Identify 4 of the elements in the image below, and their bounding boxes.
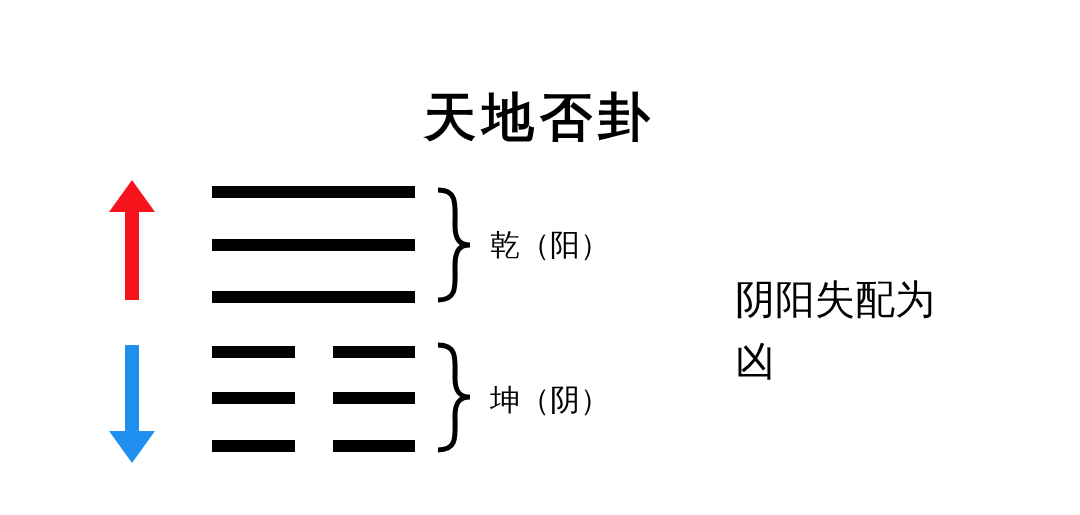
label: 坤（阴）: [490, 381, 610, 419]
title: 天地否卦: [422, 86, 657, 149]
label: 阴阳失配为凶: [735, 275, 936, 386]
label: 乾（阳）: [490, 226, 610, 264]
